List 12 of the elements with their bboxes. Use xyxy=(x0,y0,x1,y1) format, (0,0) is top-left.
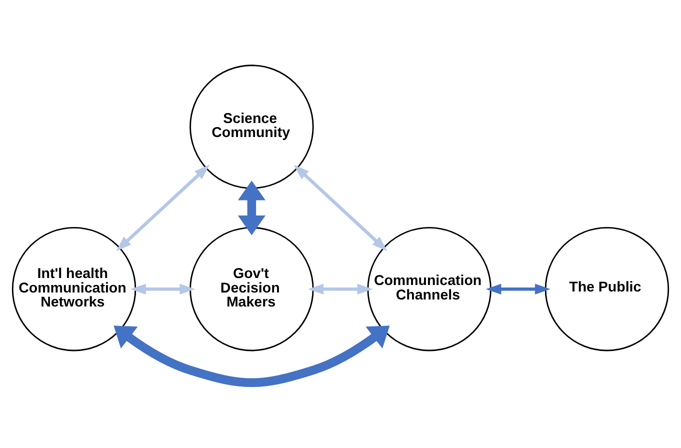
node-circle: Science Community xyxy=(190,64,314,189)
arrow xyxy=(114,326,390,387)
arrow xyxy=(308,284,373,294)
arrow xyxy=(294,164,388,252)
arrow xyxy=(130,284,196,294)
arrow xyxy=(116,164,210,252)
node-circle: Gov't Decision Makers xyxy=(190,226,314,352)
node-circle: Int'l health Communication Networks xyxy=(12,226,136,352)
node-circle: The Public xyxy=(544,226,670,352)
arrow xyxy=(238,180,266,236)
arrow xyxy=(486,284,550,294)
node-circle: Communication Channels xyxy=(367,226,492,352)
